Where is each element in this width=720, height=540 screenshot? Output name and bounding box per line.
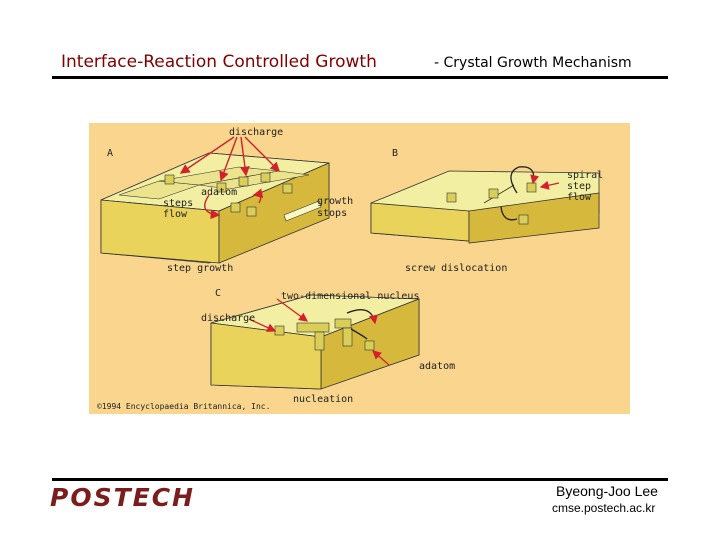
stops-label: stops: [317, 208, 347, 219]
panel-c-letter: C: [215, 288, 221, 299]
panel-a-slab: [100, 152, 330, 264]
discharge-label-a: discharge: [229, 127, 283, 138]
adatom-label-a: adatom: [201, 187, 237, 198]
page-title: Interface-Reaction Controlled Growth: [61, 52, 377, 72]
panel-c-nucleus: [274, 318, 375, 351]
discharge-label-c: discharge: [201, 313, 255, 324]
crystal-growth-figure: A B C discharge adatom steps flow growth…: [89, 123, 630, 414]
adatom-label-c: adatom: [419, 361, 455, 372]
page-subtitle: - Crystal Growth Mechanism: [434, 55, 632, 71]
panel-b-slab: [370, 170, 600, 244]
title-row: Interface-Reaction Controlled Growth - C…: [61, 52, 671, 78]
screw-dislocation-caption: screw dislocation: [405, 263, 507, 274]
footer-divider: [52, 478, 668, 481]
panel-a-adatoms: [164, 172, 293, 217]
panel-a-letter: A: [107, 148, 113, 159]
step-growth-caption: step growth: [167, 263, 233, 274]
panel-b-arrows: [500, 166, 560, 221]
flow-label-b: flow: [567, 192, 592, 203]
copyright-notice: ©1994 Encyclopaedia Britannica, Inc.: [97, 402, 270, 411]
panel-a-arrows: [179, 136, 280, 220]
title-divider: [52, 76, 668, 79]
growth-label: growth: [317, 196, 353, 207]
steps-label: steps: [163, 198, 193, 209]
site-url: cmse.postech.ac.kr: [552, 501, 656, 515]
figure-drawing: A B C discharge adatom steps flow growth…: [97, 127, 603, 411]
author-name: Byeong-Joo Lee: [556, 483, 658, 499]
panel-c-arrows: [248, 298, 390, 366]
panel-b-adatoms: [446, 182, 537, 225]
nucleation-caption: nucleation: [293, 394, 353, 405]
two-dimensional-nucleus-label: two-dimensional nucleus: [281, 291, 419, 302]
flow-label: flow: [163, 209, 188, 220]
panel-b-letter: B: [392, 148, 398, 159]
step-label: step: [567, 181, 591, 192]
postech-logo: POSTECH: [50, 483, 195, 512]
spiral-label: spiral: [567, 170, 603, 181]
